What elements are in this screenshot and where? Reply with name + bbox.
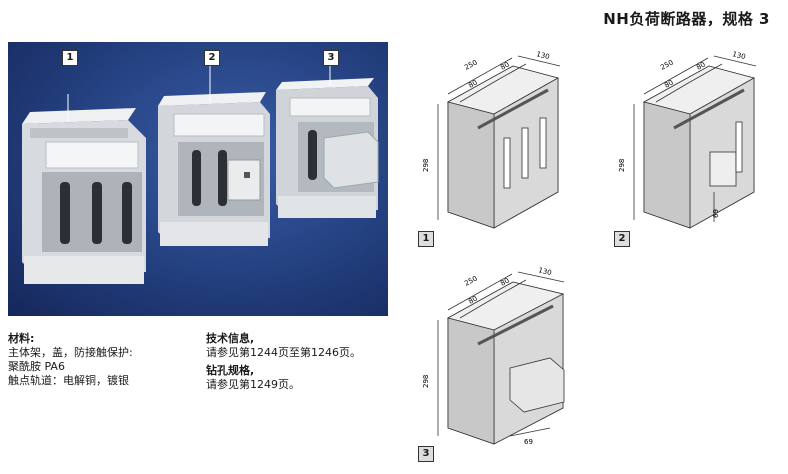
device-2-illustration (158, 64, 270, 246)
material-line-3: 触点轨道：电解铜，镀银 (8, 374, 129, 387)
drawing-2: 298 250 80 80 130 69 (618, 50, 757, 229)
dim-69-label-3: 69 (524, 438, 533, 446)
drawing-label-3: 3 (418, 446, 434, 462)
dim-130-label-3: 130 (538, 266, 553, 277)
device-3-illustration (276, 64, 379, 218)
dim-80b-label-2: 80 (695, 61, 707, 72)
product-photo (8, 42, 388, 316)
dim-80b-label-1: 80 (499, 61, 511, 72)
dim-80a-label-2: 80 (663, 79, 675, 90)
dim-298-label-2: 298 (618, 159, 626, 172)
info-section: 技术信息, 请参见第1244页至第1246页。 钻孔规格, 请参见第1249页。 (206, 332, 361, 392)
tech-line: 请参见第1244页至第1246页。 (206, 346, 361, 359)
dim-130-label-2: 130 (732, 50, 747, 61)
drilling-line: 请参见第1249页。 (206, 378, 300, 391)
dim-69-label-2: 69 (712, 209, 720, 218)
dim-130-label-1: 130 (536, 50, 551, 61)
photo-label-2: 2 (204, 50, 220, 66)
dim-80a-label-1: 80 (467, 79, 479, 90)
dim-298-label-1: 298 (422, 159, 430, 172)
dim-250-label-1: 250 (463, 58, 479, 71)
material-heading: 材料: (8, 332, 35, 345)
material-line-2: 聚酰胺 PA6 (8, 360, 65, 373)
dim-298-label-3: 298 (422, 375, 430, 388)
material-section: 材料: 主体架，盖，防接触保护: 聚酰胺 PA6 触点轨道：电解铜，镀银 (8, 332, 133, 388)
drawing-label-2: 2 (614, 231, 630, 247)
dim-250-label-3: 250 (463, 274, 479, 287)
drawing-3: 298 250 80 80 130 69 (422, 266, 565, 446)
drawing-label-1: 1 (418, 231, 434, 247)
tech-heading: 技术信息, (206, 332, 255, 345)
dim-80a-label-3: 80 (467, 295, 479, 306)
drilling-heading: 钻孔规格, (206, 364, 255, 377)
material-line-1: 主体架，盖，防接触保护: (8, 346, 133, 359)
photo-label-3: 3 (323, 50, 339, 66)
device-1-illustration (22, 94, 146, 284)
dim-250-label-2: 250 (659, 58, 675, 71)
page-title: NH负荷断路器，规格 3 (603, 10, 770, 28)
dim-80b-label-3: 80 (499, 277, 511, 288)
photo-label-1: 1 (62, 50, 78, 66)
drawing-1: 298 250 80 80 130 (422, 50, 561, 229)
product-photo-illustration (22, 64, 379, 284)
